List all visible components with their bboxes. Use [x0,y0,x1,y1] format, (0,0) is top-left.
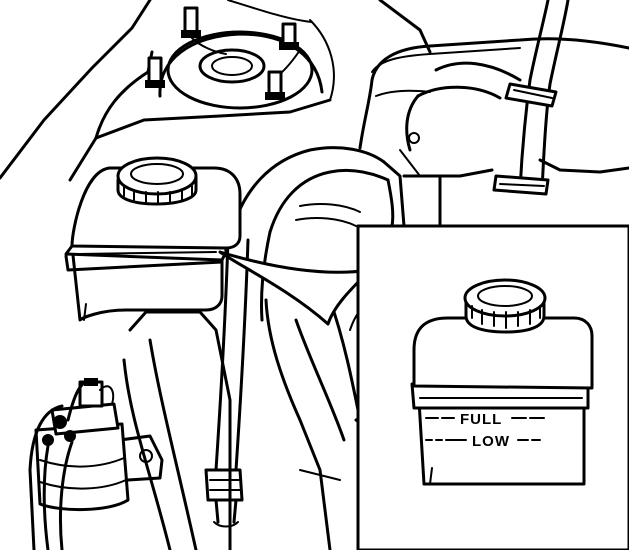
stud-bolt [265,70,285,100]
brake-component [34,378,130,512]
low-level-mark: LOW [425,433,541,450]
reservoir-inset-cap [463,278,547,334]
hose-upper-right [518,0,570,192]
callout-pointer [218,250,372,326]
reservoir-main [64,166,242,322]
reservoir-inset [410,316,594,486]
stud-bolt [145,56,165,88]
hose-clamp [504,82,558,108]
hose-clamp [492,174,550,196]
stud-bolt [279,22,299,50]
mounting-bracket [118,434,164,482]
full-label: FULL [460,411,502,428]
full-level-mark: FULL [425,411,545,428]
wiring [28,378,115,550]
reservoir-cap [116,156,198,206]
strut-tower [94,30,324,140]
air-duct [230,146,442,322]
low-label: LOW [472,433,510,450]
stud-bolt [181,6,201,38]
hose-curved [405,61,522,152]
engine-bay-panels [0,0,629,182]
